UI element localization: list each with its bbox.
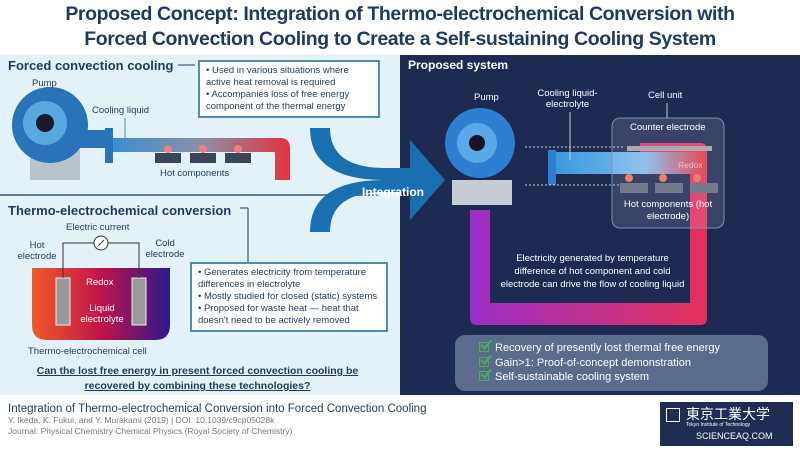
checkbox-icon	[479, 356, 489, 367]
proposed-hot-components	[620, 174, 718, 193]
counter-electrode	[627, 146, 712, 151]
footer: Integration of Thermo-electrochemical Co…	[8, 403, 426, 437]
cell-label: Thermo-electrochemical cell	[28, 346, 147, 357]
counter-electrode-label: Counter electrode	[630, 122, 706, 133]
checkbox-icon	[479, 342, 489, 352]
cell-unit-box	[611, 117, 725, 229]
proposed-redox-label: Redox	[678, 160, 703, 170]
forced-heading: Forced convection cooling	[8, 58, 174, 73]
check-item: Gain>1: Proof-of-concept demonstration	[479, 356, 758, 371]
electrolyte-label: Liquid electrolyte	[80, 303, 124, 325]
pump-illustration	[12, 87, 113, 180]
authors: Y. Ikeda, K. Fukui, and Y. Murakami (201…	[8, 415, 275, 425]
paper-title: Integration of Thermo-electrochemical Co…	[8, 403, 427, 415]
thermo-heading: Thermo-electrochemical conversion	[8, 203, 232, 218]
electrolyte-pipe-label: Cooling liquid-electrolyte	[537, 88, 598, 110]
check-item: Recovery of presently lost thermal free …	[479, 341, 758, 356]
journal: Journal: Physical Chemistry Chemical Phy…	[8, 426, 293, 436]
university-logo: 東京工業大学 Tokyo Institute of Technology SCI…	[660, 402, 793, 446]
integration-arrow	[310, 128, 445, 232]
proposed-heading: Proposed system	[408, 58, 509, 72]
hot-electrode-label: Hot electrode	[17, 240, 57, 262]
check-item: Self-sustainable cooling system	[479, 370, 758, 385]
redox-label: Redox	[86, 277, 114, 288]
watermark: SCIENCEAQ.COM	[696, 431, 773, 441]
cold-electrode-label: Cold electrode	[145, 238, 185, 260]
pump-label: Pump	[32, 78, 57, 89]
hot-components	[155, 145, 251, 163]
integration-label: Integration	[362, 185, 424, 199]
page-title: Proposed Concept: Integration of Thermo-…	[65, 3, 735, 50]
thermo-cell	[32, 235, 170, 340]
cell-unit-label: Cell unit	[648, 90, 683, 101]
logo-mark-icon	[666, 408, 680, 422]
forced-bullets: • Used in various situations where activ…	[198, 60, 380, 118]
proposed-hot-label: Hot components (hot electrode)	[623, 199, 713, 222]
thermo-bullets: • Generates electricity from temperature…	[190, 262, 388, 332]
checkbox-icon	[479, 371, 489, 381]
hot-components-label: Hot components	[160, 168, 230, 179]
cooling-liquid-label: Cooling liquid	[92, 105, 150, 116]
proposed-pump-label: Pump	[474, 92, 499, 103]
proposed-pump	[445, 108, 556, 205]
cooling-pipe	[113, 138, 290, 180]
question: Can the lost free energy in present forc…	[36, 365, 359, 392]
loop-pipe	[470, 143, 707, 325]
electric-current-label: Electric current	[66, 222, 130, 233]
benefits-checklist: Recovery of presently lost thermal free …	[455, 335, 768, 391]
electricity-note: Electricity generated by temperature dif…	[500, 253, 685, 290]
electrolyte-pipe	[556, 152, 706, 174]
